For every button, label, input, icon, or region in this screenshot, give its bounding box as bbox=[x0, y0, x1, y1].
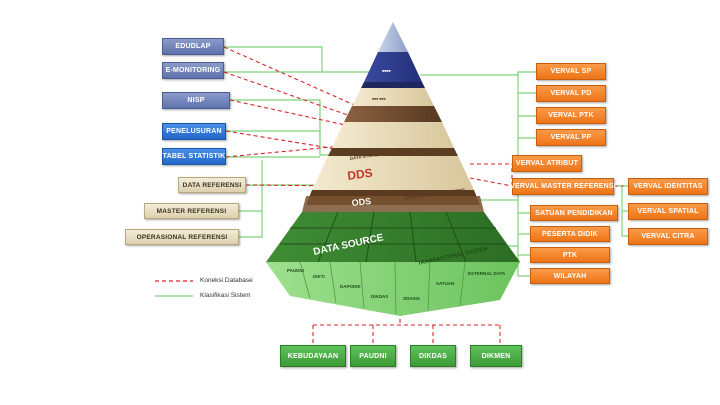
legend-lines bbox=[155, 280, 193, 297]
pyramid-data-source-top bbox=[266, 212, 520, 262]
box-operasional-referensi[interactable]: OPERASIONAL REFERENSI bbox=[125, 229, 239, 245]
pyramid-dikti-label: DIKTI bbox=[313, 274, 325, 279]
box-verval-pd[interactable]: VERVAL PD bbox=[536, 85, 606, 102]
pyramid-sdasis-label: SDASIS bbox=[403, 296, 420, 301]
box-verval-spatial-label: VERVAL SPATIAL bbox=[637, 208, 699, 215]
box-verval-identitas[interactable]: VERVAL IDENTITAS bbox=[628, 178, 708, 195]
pyramid-tip bbox=[378, 22, 408, 52]
box-verval-pp-label: VERVAL PP bbox=[550, 134, 592, 141]
box-verval-spatial[interactable]: VERVAL SPATIAL bbox=[628, 203, 708, 220]
box-verval-ptk-label: VERVAL PTK bbox=[548, 112, 594, 119]
box-wilayah-label: WILAYAH bbox=[553, 272, 587, 280]
box-paudni-label: PAUDNI bbox=[359, 352, 387, 360]
box-verval-pp[interactable]: VERVAL PP bbox=[536, 129, 606, 146]
legend-koneksi-label: Koneksi Database bbox=[200, 277, 253, 284]
box-verval-sp[interactable]: VERVAL SP bbox=[536, 63, 606, 80]
box-verval-citra[interactable]: VERVAL CITRA bbox=[628, 228, 708, 245]
box-verval-master-referensi[interactable]: VERVAL MASTER REFERENSI bbox=[510, 178, 616, 195]
pyramid-external-label: EXTERNAL DATA bbox=[468, 271, 506, 276]
box-verval-atribut[interactable]: VERVAL ATRIBUT bbox=[512, 155, 582, 172]
box-tabel-statistik-label: TABEL STATISTIK bbox=[162, 153, 226, 160]
connection-lines bbox=[223, 46, 624, 187]
pyramid-dapodik-label: DAPODIK bbox=[340, 284, 362, 289]
pyramid-navy-label: ■■■■ bbox=[382, 69, 390, 73]
pyramid-paudni-label: PAUDNI bbox=[287, 268, 304, 273]
box-master-referensi[interactable]: MASTER REFERENSI bbox=[144, 203, 239, 219]
pyramid-ds-sublabel: DATA STORE bbox=[349, 152, 378, 161]
box-nisp[interactable]: NISP bbox=[162, 92, 230, 109]
pyramid-layer-navy bbox=[364, 52, 422, 82]
pyramid-dikdas-label: DIKDAS bbox=[371, 294, 388, 299]
box-master-referensi-label: MASTER REFERENSI bbox=[156, 207, 227, 215]
box-nisp-label: NISP bbox=[187, 97, 205, 104]
pyramid-layer-brown bbox=[344, 106, 442, 122]
box-penelusuran[interactable]: PENELUSURAN bbox=[162, 123, 226, 140]
box-verval-pd-label: VERVAL PD bbox=[550, 90, 592, 97]
box-verval-identitas-label: VERVAL IDENTITAS bbox=[633, 183, 703, 190]
box-peserta-didik[interactable]: PESERTA DIDIK bbox=[530, 226, 610, 242]
pyramid-layer-beige-top bbox=[352, 88, 434, 106]
box-kebudayaan[interactable]: KEBUDAYAAN bbox=[280, 345, 346, 367]
box-dikmen[interactable]: DIKMEN bbox=[470, 345, 522, 367]
box-verval-ptk[interactable]: VERVAL PTK bbox=[536, 107, 606, 124]
box-paudni[interactable]: PAUDNI bbox=[350, 345, 396, 367]
box-wilayah[interactable]: WILAYAH bbox=[530, 268, 610, 284]
pyramid-data-source-side bbox=[266, 262, 520, 316]
pyramid-dds-label: DDS bbox=[346, 166, 373, 183]
pyramid-beige-label: ■■■ ■■■ bbox=[372, 97, 386, 101]
box-operasional-referensi-label: OPERASIONAL REFERENSI bbox=[136, 233, 228, 241]
box-ptk-label: PTK bbox=[562, 251, 578, 259]
box-ptk[interactable]: PTK bbox=[530, 247, 610, 263]
box-verval-master-referensi-label: VERVAL MASTER REFERENSI bbox=[510, 183, 616, 190]
box-edudlap[interactable]: EDUDLAP bbox=[162, 38, 224, 55]
box-dikdas[interactable]: DIKDAS bbox=[410, 345, 456, 367]
pyramid-ods-label: ODS bbox=[351, 196, 371, 208]
box-dikmen-label: DIKMEN bbox=[481, 352, 511, 360]
pyramid: ODS DDS OPERATIONAL DATA STORE DATA STOR… bbox=[266, 22, 520, 316]
box-satuan-pendidikan-label: SATUAN PENDIDIKAN bbox=[535, 209, 613, 217]
box-edudlap-label: EDUDLAP bbox=[175, 43, 211, 50]
box-data-referensi[interactable]: DATA REFERENSI bbox=[178, 177, 246, 193]
box-dikdas-label: DIKDAS bbox=[418, 352, 448, 360]
box-emonitoring[interactable]: E-MONITORING bbox=[162, 62, 224, 79]
box-verval-atribut-label: VERVAL ATRIBUT bbox=[515, 160, 579, 167]
pyramid-layer-ods bbox=[302, 196, 484, 212]
box-tabel-statistik[interactable]: TABEL STATISTIK bbox=[162, 148, 226, 165]
box-data-referensi-label: DATA REFERENSI bbox=[182, 181, 242, 189]
box-peserta-didik-label: PESERTA DIDIK bbox=[542, 230, 598, 238]
box-verval-citra-label: VERVAL CITRA bbox=[641, 233, 695, 240]
pyramid-layer-dds bbox=[312, 156, 474, 190]
bottom-connectors bbox=[312, 312, 501, 345]
box-penelusuran-label: PENELUSURAN bbox=[166, 128, 222, 135]
box-kebudayaan-label: KEBUDAYAAN bbox=[287, 352, 339, 360]
box-satuan-pendidikan[interactable]: SATUAN PENDIDIKAN bbox=[530, 205, 618, 221]
pyramid-satuan-label: SATUAN bbox=[436, 281, 454, 286]
pyramid-layer-cds bbox=[332, 122, 454, 148]
box-emonitoring-label: E-MONITORING bbox=[165, 67, 221, 74]
box-verval-sp-label: VERVAL SP bbox=[550, 68, 592, 75]
legend-klasifikasi-label: Klasifikasi Sistem bbox=[200, 292, 251, 299]
